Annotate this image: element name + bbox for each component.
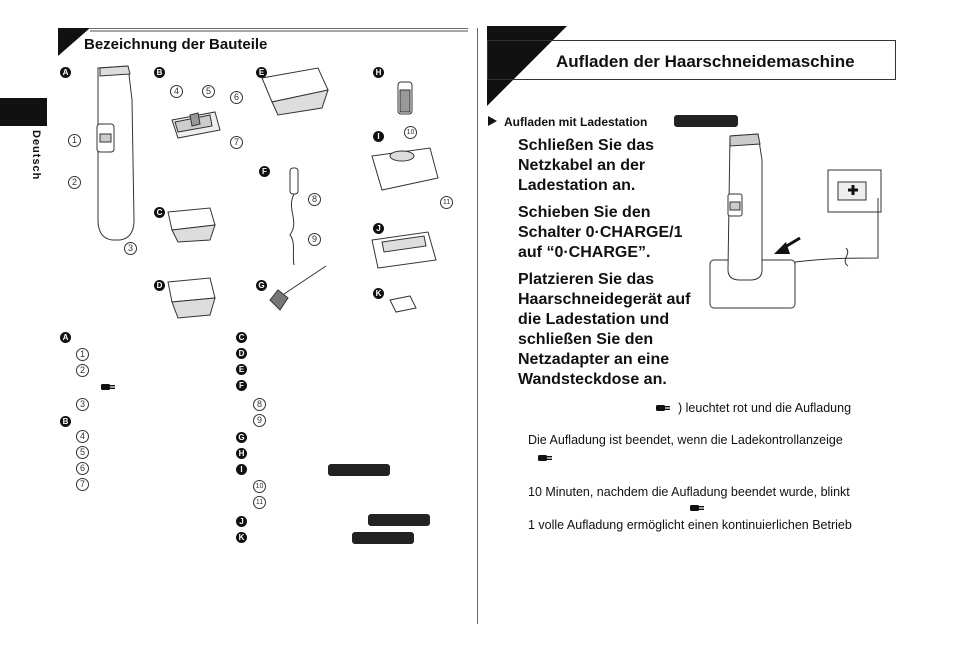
label-H: H — [373, 67, 384, 78]
label-C: C — [154, 207, 165, 218]
note-1: ) leuchtet rot und die Aufladung — [678, 401, 852, 415]
legend-K: K — [236, 532, 247, 543]
plug-icon — [101, 384, 115, 390]
legend-10: 10 — [253, 480, 266, 493]
step-2: Schieben Sie den Schalter 0·CHARGE/1 auf… — [518, 204, 683, 261]
legend-G: G — [236, 432, 247, 443]
callout-11: 11 — [440, 196, 453, 209]
legend-I: I — [236, 464, 247, 475]
right-heading: Aufladen der Haarschneidemaschine — [556, 52, 855, 71]
legend-A: A — [60, 332, 71, 343]
model-badge-J — [368, 514, 430, 526]
legend-J: J — [236, 516, 247, 527]
side-tab-label: Deutsch — [30, 130, 42, 181]
legend-7: 7 — [76, 478, 89, 491]
legend-B: B — [60, 416, 71, 427]
legend-11: 11 — [253, 496, 266, 509]
heading-corner-triangle — [58, 28, 468, 56]
page-divider — [477, 28, 478, 624]
legend-4: 4 — [76, 430, 89, 443]
callout-5: 5 — [202, 85, 215, 98]
plug-icon — [690, 505, 704, 511]
legend-F: F — [236, 380, 247, 391]
model-badge-I — [328, 464, 390, 476]
note-3: 10 Minuten, nachdem die Aufladung beende… — [528, 485, 850, 499]
label-A: A — [60, 67, 71, 78]
charging-illustration — [709, 133, 882, 309]
side-tab — [0, 98, 47, 126]
legend-5: 5 — [76, 446, 89, 459]
callout-6: 6 — [230, 91, 243, 104]
plug-icon — [656, 405, 670, 411]
note-2: Die Aufladung ist beendet, wenn die Lade… — [528, 433, 843, 447]
legend-9: 9 — [253, 414, 266, 427]
callout-4: 4 — [170, 85, 183, 98]
subheading-arrow-icon — [488, 116, 497, 126]
legend-D: D — [236, 348, 247, 359]
label-B: B — [154, 67, 165, 78]
left-heading: Bezeichnung der Bauteile — [84, 36, 268, 53]
step-3: Platzieren Sie das Haarschneidegerät auf… — [518, 271, 691, 388]
right-heading-box — [487, 40, 896, 80]
legend-E: E — [236, 364, 247, 375]
label-G: G — [256, 280, 267, 291]
right-heading-corner — [487, 26, 567, 106]
note-4: 1 volle Aufladung ermöglicht einen konti… — [528, 518, 852, 532]
model-badge-subheading — [674, 115, 738, 127]
callout-1: 1 — [68, 134, 81, 147]
legend-1: 1 — [76, 348, 89, 361]
parts-illustration — [96, 65, 439, 319]
label-K: K — [373, 288, 384, 299]
label-I: I — [373, 131, 384, 142]
callout-2: 2 — [68, 176, 81, 189]
callout-7: 7 — [230, 136, 243, 149]
left-heading-bar: Bezeichnung der Bauteile — [58, 28, 468, 56]
legend-C: C — [236, 332, 247, 343]
callout-3: 3 — [124, 242, 137, 255]
legend-6: 6 — [76, 462, 89, 475]
label-E: E — [256, 67, 267, 78]
label-F: F — [259, 166, 270, 177]
model-badge-K — [352, 532, 414, 544]
callout-10: 10 — [404, 126, 417, 139]
legend-3: 3 — [76, 398, 89, 411]
label-D: D — [154, 280, 165, 291]
legend-2: 2 — [76, 364, 89, 377]
step-1: Schließen Sie das Netzkabel an der Lades… — [518, 137, 655, 194]
plug-icon — [538, 455, 552, 461]
label-J: J — [373, 223, 384, 234]
legend-H: H — [236, 448, 247, 459]
callout-9: 9 — [308, 233, 321, 246]
subheading: Aufladen mit Ladestation — [504, 115, 648, 129]
callout-8: 8 — [308, 193, 321, 206]
legend-8: 8 — [253, 398, 266, 411]
